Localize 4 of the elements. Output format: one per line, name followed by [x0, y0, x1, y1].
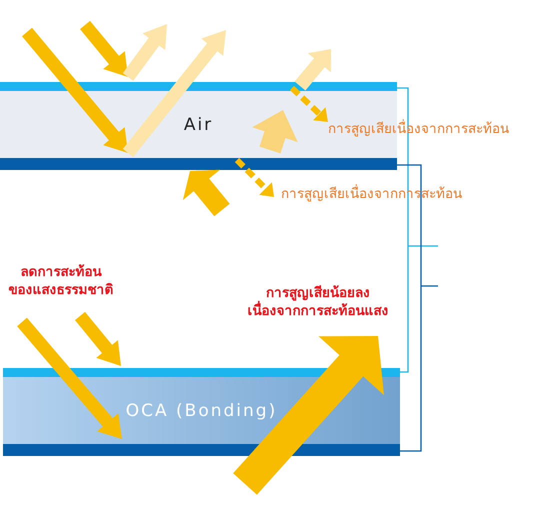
- layer-label: Air: [184, 114, 214, 134]
- layer-label: OCA (Bonding): [126, 400, 278, 420]
- annotation-text: ลดการสะท้อน ของแสงธรรมชาติ: [8, 264, 114, 300]
- annotation-text: การสูญเสียน้อยลง เนื่องจากการสะท้อนแสง: [246, 285, 390, 320]
